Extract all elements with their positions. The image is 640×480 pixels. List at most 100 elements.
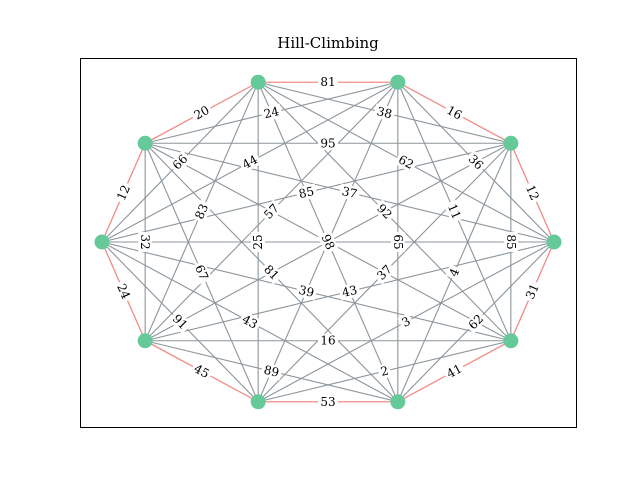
edge-weight-label-bg <box>442 101 467 124</box>
graph-node <box>390 394 406 410</box>
edge-weight-label-bg <box>318 394 338 409</box>
edge-weight-label-bg <box>521 279 543 304</box>
graph-node <box>94 234 110 250</box>
edge-weight-label-bg <box>260 103 283 122</box>
edge-weight-text: 11 <box>445 202 464 222</box>
edge-weight-label: 37 <box>338 183 361 202</box>
edge-weight-label: 24 <box>260 103 283 122</box>
edge-weight-text: 32 <box>138 234 152 249</box>
edge-weight-label: 31 <box>521 279 543 304</box>
edge-weight-label: 41 <box>442 360 467 383</box>
edge-weight-label-bg <box>189 360 214 383</box>
edge-weight-label-bg <box>372 199 397 224</box>
edge-weight-text: 37 <box>341 184 359 201</box>
edge-weight-text: 38 <box>375 104 393 121</box>
edge-weight-text: 12 <box>114 183 133 203</box>
edge-weight-label: 67 <box>191 260 213 285</box>
edge-weight-label-bg <box>189 101 214 124</box>
edge-weight-text: 24 <box>114 282 133 302</box>
edge-weight-label-bg <box>373 103 396 122</box>
edge-weight-text: 65 <box>391 234 405 249</box>
edge-weight-label-bg <box>260 362 283 381</box>
edge-weight-label: 45 <box>189 360 214 383</box>
edge-weight-label: 24 <box>113 279 135 304</box>
edge-weight-label: 12 <box>113 180 135 205</box>
edge-weight-text: 2 <box>379 364 390 379</box>
graph-node <box>250 74 266 90</box>
edge-weight-label-bg <box>393 151 419 174</box>
edge-weight-label-bg <box>251 232 266 252</box>
edge-weight-label-bg <box>445 264 464 281</box>
edge-weight-text: 16 <box>444 103 464 123</box>
edge-weight-label-bg <box>317 230 339 254</box>
edge-weight-label: 16 <box>318 333 338 348</box>
edge-weight-text: 45 <box>192 361 212 381</box>
edge-weight-label-bg <box>338 183 361 202</box>
edge-weight-label-bg <box>113 180 135 205</box>
edge-weight-label-bg <box>138 232 153 252</box>
edge-weight-label-bg <box>338 282 361 301</box>
edge-weight-label: 16 <box>442 101 467 124</box>
edge-weight-label-bg <box>503 232 518 252</box>
edge-weight-label: 4 <box>445 264 464 281</box>
graph-node <box>250 394 266 410</box>
edge-weight-text: 16 <box>320 334 335 348</box>
edge-weight-text: 43 <box>240 312 260 332</box>
edge-weight-label-bg <box>442 360 467 383</box>
edge-weight-label-bg <box>295 282 318 301</box>
edge-weight-text: 39 <box>297 283 315 300</box>
edge-weight-label-bg <box>237 310 263 333</box>
plot-frame <box>80 58 577 428</box>
graph-node <box>503 333 519 349</box>
edge-weight-text: 20 <box>192 103 212 123</box>
edge-weight-text: 12 <box>523 183 542 203</box>
edge-weight-label: 53 <box>318 394 338 409</box>
edge-weight-label-bg <box>237 151 263 174</box>
edge-weight-label-bg <box>259 260 284 285</box>
edge-weight-label-bg <box>372 260 397 285</box>
edge-weight-label: 62 <box>393 151 419 174</box>
edge-weight-label: 20 <box>189 101 214 124</box>
edge-weight-label: 12 <box>521 180 543 205</box>
edge-weight-label-bg <box>397 312 415 331</box>
edge-weight-label: 38 <box>373 103 396 122</box>
graph-node <box>390 74 406 90</box>
edge-weight-label-bg <box>443 199 465 224</box>
edge-weight-text: 62 <box>396 152 416 172</box>
edge-weight-text: 85 <box>504 234 518 249</box>
edge-weight-label: 43 <box>237 310 263 333</box>
edge-weight-label: 2 <box>377 363 392 380</box>
edge-weight-text: 89 <box>262 363 280 380</box>
edge-weight-label: 3 <box>397 312 415 331</box>
edge-weight-label-bg <box>191 199 213 224</box>
edge-weight-text: 41 <box>444 361 464 381</box>
edge-weight-text: 24 <box>262 104 280 121</box>
edge-weight-label-bg <box>521 180 543 205</box>
edge-weight-label-bg <box>168 150 193 175</box>
edge-weight-label-bg <box>463 150 488 175</box>
graph-node <box>137 135 153 151</box>
edge-weight-text: 85 <box>297 184 315 201</box>
figure-title: Hill-Climbing <box>277 34 379 52</box>
edge-weight-label: 11 <box>443 199 465 224</box>
edge-weight-label: 89 <box>260 362 283 381</box>
edge-weight-label: 81 <box>318 75 338 90</box>
edge-weight-label-bg <box>377 363 392 380</box>
graph-node <box>137 333 153 349</box>
graph-node <box>546 234 562 250</box>
edge-weight-label-bg <box>295 183 318 202</box>
edge-weight-label-bg <box>390 232 405 252</box>
edge-weight-label: 85 <box>295 183 318 202</box>
edge-weight-label: 43 <box>338 282 361 301</box>
edge-weight-label: 44 <box>237 151 263 174</box>
edge-weight-label-bg <box>168 309 193 334</box>
edge-weight-label: 98 <box>317 230 339 254</box>
edge-weight-text: 98 <box>319 232 338 252</box>
edge-weight-label-bg <box>318 75 338 90</box>
edge-weight-text: 44 <box>240 152 260 172</box>
edge-weight-label: 25 <box>251 232 266 252</box>
edge-weight-label-bg <box>463 309 488 334</box>
edge-weight-label: 85 <box>503 232 518 252</box>
